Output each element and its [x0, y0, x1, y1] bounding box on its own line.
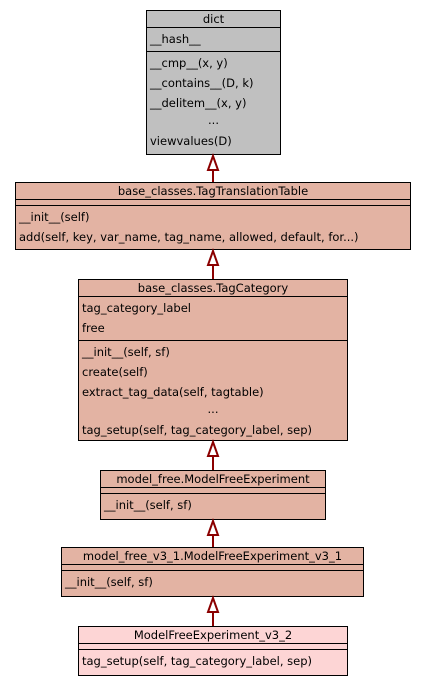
class-title: ModelFreeExperiment_v3_2 — [79, 627, 347, 644]
operation: extract_tag_data(self, tagtable) — [82, 385, 264, 399]
operation: __init__(self, sf) — [104, 498, 192, 512]
class-title: model_free.ModelFreeExperiment — [101, 471, 325, 488]
class-box-model-free-experiment[interactable]: model_free.ModelFreeExperiment __init__(… — [100, 470, 326, 520]
class-attributes-empty — [16, 200, 410, 206]
operation: create(self) — [82, 365, 148, 379]
class-attributes-empty — [79, 644, 347, 650]
class-title: base_classes.TagCategory — [79, 280, 347, 297]
operation: __init__(self, sf) — [65, 575, 153, 589]
class-box-model-free-experiment-v3-2[interactable]: ModelFreeExperiment_v3_2 tag_setup(self,… — [78, 626, 348, 676]
operation-ellipsis: ... — [208, 113, 219, 127]
attribute: __hash__ — [150, 32, 201, 46]
class-operations: __cmp__(x, y) __contains__(D, k) __delit… — [147, 52, 280, 153]
class-box-tag-translation-table[interactable]: base_classes.TagTranslationTable __init_… — [15, 182, 411, 250]
class-attributes: tag_category_label free — [79, 297, 347, 341]
operation: __delitem__(x, y) — [150, 96, 247, 110]
inheritance-arrow-v3-1-to-modelfreeexperiment — [206, 518, 220, 547]
inheritance-arrow-tagtranslationtable-to-dict — [206, 153, 220, 182]
class-title: dict — [147, 11, 280, 28]
class-box-model-free-experiment-v3-1[interactable]: model_free_v3_1.ModelFreeExperiment_v3_1… — [61, 547, 364, 597]
operation: tag_setup(self, tag_category_label, sep) — [82, 423, 313, 437]
class-attributes-empty — [62, 565, 363, 571]
class-attributes: __hash__ — [147, 28, 280, 52]
operation: __cmp__(x, y) — [150, 56, 228, 70]
class-operations: tag_setup(self, tag_category_label, sep) — [79, 650, 347, 673]
class-title: base_classes.TagTranslationTable — [16, 183, 410, 200]
class-box-tag-category[interactable]: base_classes.TagCategory tag_category_la… — [78, 279, 348, 441]
class-operations: __init__(self, sf) — [101, 494, 325, 517]
class-attributes-empty — [101, 488, 325, 494]
operation: __init__(self) — [19, 210, 90, 224]
operation: viewvalues(D) — [150, 134, 232, 148]
inheritance-arrow-tagcategory-to-tagtranslationtable — [206, 248, 220, 279]
operation-ellipsis: ... — [207, 402, 219, 416]
operation: add(self, key, var_name, tag_name, allow… — [19, 230, 359, 244]
class-operations: __init__(self, sf) — [62, 571, 363, 594]
operation: tag_setup(self, tag_category_label, sep) — [82, 654, 313, 668]
class-box-dict[interactable]: dict __hash__ __cmp__(x, y) __contains__… — [146, 10, 281, 155]
attribute: tag_category_label — [82, 301, 191, 315]
attribute: free — [82, 321, 105, 335]
inheritance-arrow-v3-2-to-v3-1 — [206, 595, 220, 626]
inheritance-arrow-modelfreeexperiment-to-tagcategory — [206, 439, 220, 470]
class-operations: __init__(self) add(self, key, var_name, … — [16, 206, 410, 249]
operation: __contains__(D, k) — [150, 76, 254, 90]
class-title: model_free_v3_1.ModelFreeExperiment_v3_1 — [62, 548, 363, 565]
operation: __init__(self, sf) — [82, 345, 170, 359]
class-operations: __init__(self, sf) create(self) extract_… — [79, 341, 347, 442]
